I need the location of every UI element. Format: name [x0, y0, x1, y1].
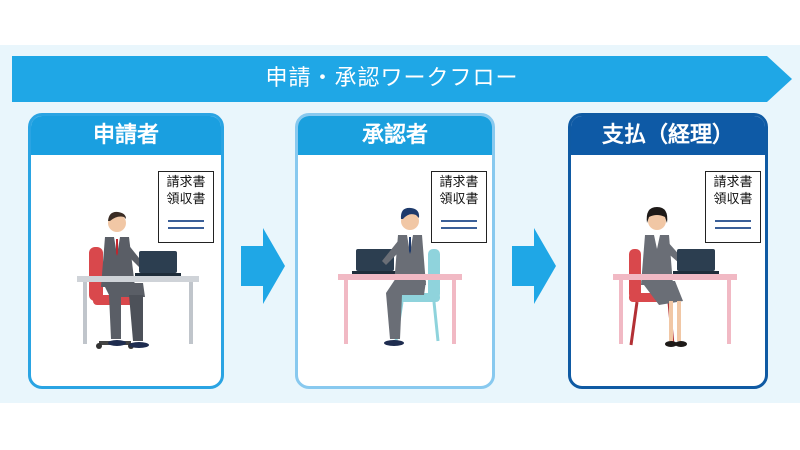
- arrow-right-icon: [241, 228, 285, 304]
- arrow-right-icon: [512, 228, 556, 304]
- card-body: 請求書 領収書: [571, 155, 765, 386]
- doc-line-invoice: 請求書: [439, 175, 479, 190]
- document-icon: 請求書 領収書: [431, 171, 487, 243]
- document-icon: 請求書 領収書: [158, 171, 214, 243]
- businesswoman-at-desk-illustration: [613, 207, 737, 347]
- doc-line-receipt: 領収書: [166, 192, 206, 207]
- card-title: 申請者: [31, 116, 221, 155]
- doc-line-receipt: 領収書: [439, 192, 479, 207]
- card-title: 承認者: [298, 116, 492, 155]
- workflow-banner: 申請・承認ワークフロー: [12, 56, 792, 102]
- card-body: 請求書 領収書: [298, 155, 492, 386]
- doc-line-invoice: 請求書: [166, 175, 206, 190]
- card-title: 支払（経理）: [571, 116, 765, 155]
- card-payment-accounting: 支払（経理） 請求書 領収書: [568, 113, 768, 389]
- card-applicant: 申請者 請求書 領収書: [28, 113, 224, 389]
- businessman-at-desk-illustration: [77, 211, 199, 349]
- banner-title: 申請・承認ワークフロー: [265, 66, 519, 91]
- banner-arrow-shape: [12, 56, 792, 102]
- doc-line-invoice: 請求書: [713, 175, 753, 190]
- card-approver: 承認者 請求書 領収書: [295, 113, 495, 389]
- document-icon: 請求書 領収書: [705, 171, 761, 243]
- doc-line-receipt: 領収書: [713, 192, 753, 207]
- businessman-at-desk-illustration: [338, 207, 462, 346]
- card-body: 請求書 領収書: [31, 155, 221, 386]
